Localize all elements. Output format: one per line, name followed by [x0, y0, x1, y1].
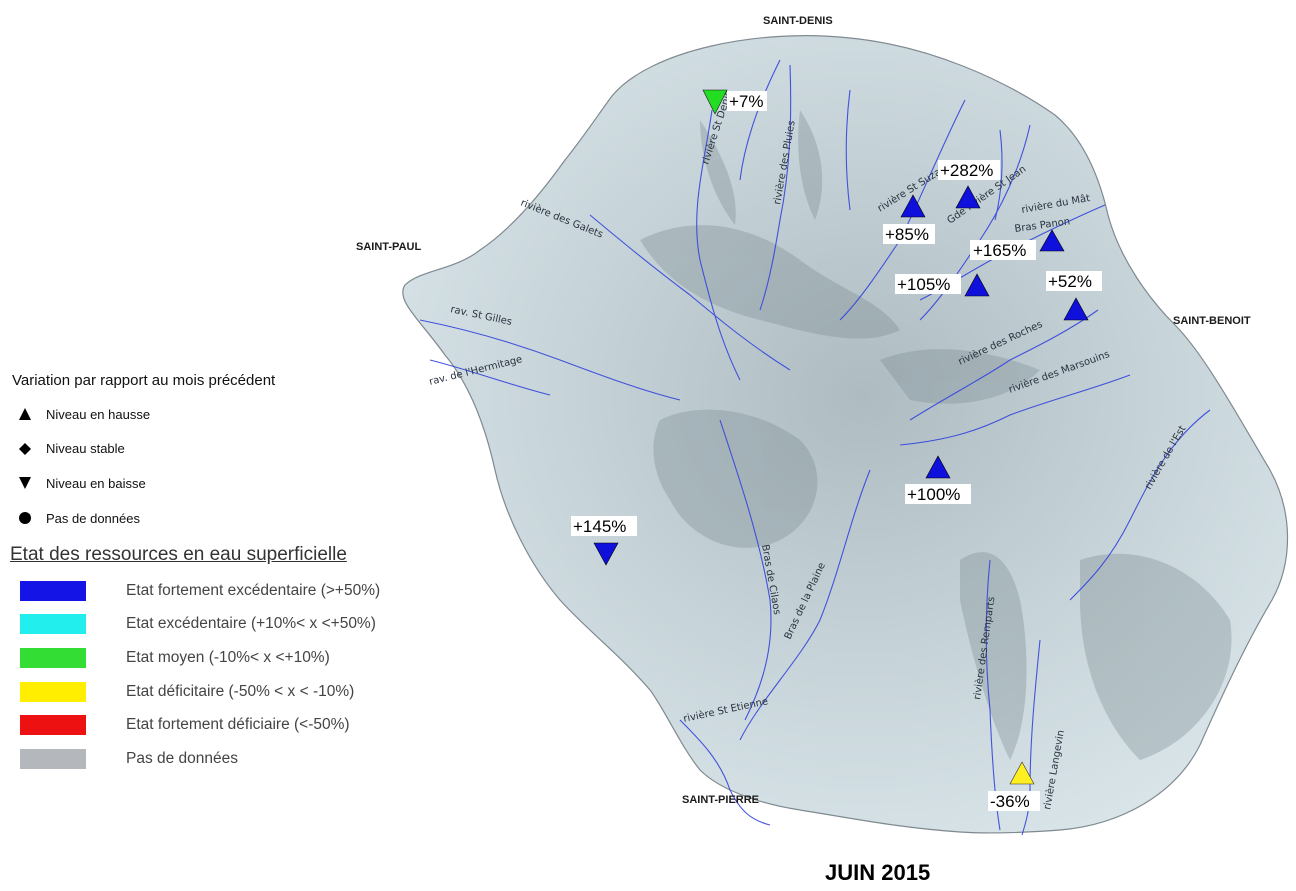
station-label: +282% [940, 161, 993, 180]
city-labels: SAINT-DENIS SAINT-PAUL SAINT-BENOIT SAIN… [356, 15, 1251, 806]
legend-item-label: Niveau stable [46, 441, 125, 457]
legend-state-label: Etat excédentaire (+10%< x <+50%) [126, 615, 376, 633]
trend-legend-title: Variation par rapport au mois précédent [12, 372, 276, 389]
city-saint-paul: SAINT-PAUL [356, 241, 421, 253]
station-marker [900, 194, 926, 218]
station-label: -36% [990, 792, 1030, 811]
station-marker [964, 273, 990, 297]
legend-state-item: Etat déficitaire (-50% < x < -10%) [10, 675, 380, 709]
color-swatch [20, 580, 86, 601]
station-marker [1009, 761, 1035, 785]
legend-state-label: Etat fortement excédentaire (>+50%) [126, 581, 381, 599]
legend-state-item: Pas de données [10, 742, 380, 776]
color-swatch [20, 748, 86, 769]
legend-state-item: Etat excédentaire (+10%< x <+50%) [10, 608, 380, 642]
legend-state-item: Etat fortement excédentaire (>+50%) [10, 574, 380, 608]
color-swatch [20, 647, 86, 668]
relief-shading [640, 110, 1232, 760]
station-label: +7% [729, 92, 764, 111]
legend-state-label: Etat fortement déficiaire (<-50%) [126, 716, 350, 734]
legend-state-item: Etat moyen (-10%< x <+10%) [10, 641, 380, 675]
station-marker [593, 542, 619, 566]
triangle-down-icon [19, 477, 31, 490]
station-label: +85% [885, 225, 929, 244]
trend-legend: Variation par rapport au mois précédent … [12, 372, 275, 535]
legend-state-label: Pas de données [126, 749, 239, 767]
state-legend: Etat des ressources en eau superficielle… [10, 544, 380, 776]
station-marker [955, 185, 981, 209]
station-label: +52% [1048, 272, 1092, 291]
island-shape [402, 35, 1289, 834]
station-label: +105% [897, 275, 950, 294]
color-swatch [20, 715, 86, 736]
state-legend-title: Etat des ressources en eau superficielle [10, 544, 347, 565]
river-network [419, 59, 1211, 836]
city-saint-denis: SAINT-DENIS [763, 15, 833, 27]
station-marker [1039, 229, 1065, 252]
station-label: +165% [973, 241, 1026, 260]
legend-state-item: Etat fortement déficiaire (<-50%) [10, 708, 380, 742]
station-marker [1063, 297, 1089, 321]
legend-item-nodata: Pas de données [12, 501, 275, 536]
legend-item-label: Niveau en baisse [46, 475, 146, 491]
diamond-icon [19, 442, 31, 455]
legend-item-label: Pas de données [46, 510, 140, 526]
station-label: +100% [907, 485, 960, 504]
stations: +7% +282% +85% +165% +105% +52% +100% +1… [571, 89, 1102, 811]
station-marker [925, 455, 951, 479]
legend-state-label: Etat déficitaire (-50% < x < -10%) [126, 682, 355, 700]
legend-item-up: Niveau en hausse [12, 397, 275, 432]
legend-item-stable: Niveau stable [12, 432, 275, 467]
legend-item-label: Niveau en hausse [46, 406, 151, 422]
city-saint-pierre: SAINT-PIERRE [682, 794, 759, 806]
color-swatch [20, 681, 86, 702]
color-swatch [20, 614, 86, 635]
city-saint-benoit: SAINT-BENOIT [1173, 315, 1251, 327]
station-marker [702, 89, 728, 115]
triangle-up-icon [19, 408, 31, 421]
station-label: +145% [573, 517, 626, 536]
legend-state-label: Etat moyen (-10%< x <+10%) [126, 648, 330, 666]
legend-item-down: Niveau en baisse [12, 466, 275, 501]
map-title: JUIN 2015 [825, 860, 930, 885]
circle-icon [19, 512, 31, 525]
